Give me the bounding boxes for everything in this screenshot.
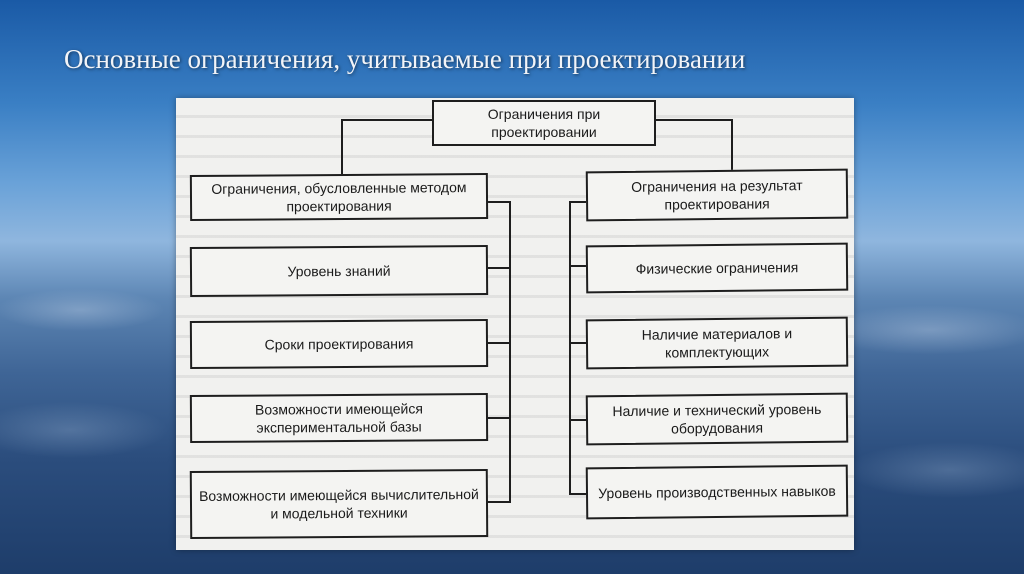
diagram-panel: Ограничения при проектировании Ограничен… bbox=[176, 98, 854, 550]
connector-root-left bbox=[341, 119, 432, 174]
left-header-box: Ограничения, обусловленные методом проек… bbox=[189, 172, 489, 222]
right-item-physical: Физические ограничения bbox=[585, 242, 849, 294]
connector-lines bbox=[341, 119, 733, 503]
root-box: Ограничения при проектировании bbox=[432, 100, 656, 146]
left-item-computing-equipment: Возможности имеющейся вычислительной и м… bbox=[189, 468, 489, 540]
left-item-knowledge: Уровень знаний bbox=[189, 244, 489, 298]
slide-title: Основные ограничения, учитываемые при пр… bbox=[64, 44, 746, 74]
connector-left-spine bbox=[488, 201, 511, 503]
right-item-skills: Уровень производственных навыков bbox=[585, 464, 849, 520]
left-item-deadlines: Сроки проектирования bbox=[189, 318, 489, 370]
left-item-experimental-base: Возможности имеющейся экспериментальной … bbox=[189, 392, 489, 444]
right-item-materials: Наличие материалов и комплектующих bbox=[585, 316, 849, 370]
right-item-equipment: Наличие и технический уровень оборудован… bbox=[585, 392, 849, 446]
right-header-box: Ограничения на результат проектирования bbox=[585, 168, 849, 222]
connector-right-spine bbox=[569, 201, 586, 495]
connector-root-right bbox=[656, 119, 733, 170]
